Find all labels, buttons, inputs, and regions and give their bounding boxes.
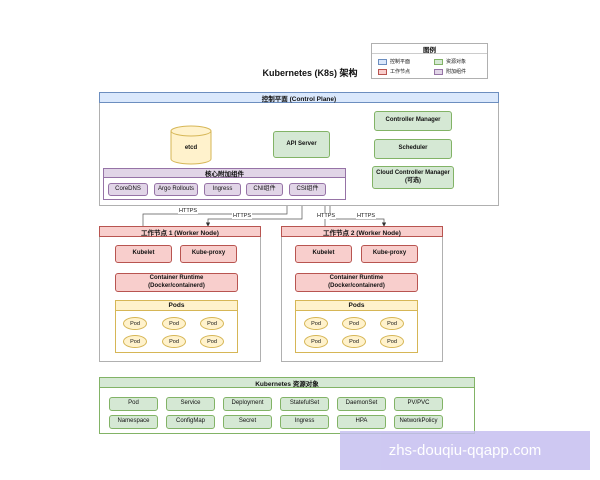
- pods-title-1: Pods: [115, 300, 238, 311]
- legend-item-resource: 资源对象: [434, 58, 466, 65]
- kube-proxy-1: Kube-proxy: [180, 245, 237, 263]
- resource-namespace: Namespace: [109, 415, 158, 429]
- legend-label-worker: 工作节点: [390, 69, 411, 75]
- legend-swatch-worker: [378, 68, 387, 75]
- container-runtime-2: Container Runtime (Docker/containerd): [295, 273, 418, 292]
- container-runtime-2-note: (Docker/containerd): [328, 282, 385, 289]
- cloud-controller-manager-label: Cloud Controller Manager: [376, 170, 450, 176]
- https-label-node1-up: HTTPS: [178, 208, 199, 214]
- container-runtime-1-note: (Docker/containerd): [148, 282, 205, 289]
- legend-label-control: 控制平面: [390, 59, 411, 65]
- watermark-banner: zhs-douqiu-qqapp.com: [340, 431, 590, 470]
- page-title: Kubernetes (K8s) 架构: [262, 68, 358, 78]
- resource-daemonset: DaemonSet: [337, 397, 386, 411]
- cloud-controller-manager-note: (可选): [405, 177, 421, 184]
- worker-node-2-title: 工作节点 2 (Worker Node): [281, 226, 443, 237]
- https-label-node2-up: HTTPS: [316, 213, 337, 219]
- control-plane-title: 控制平面 (Control Plane): [99, 92, 499, 103]
- pod-1-5: Pod: [162, 335, 186, 348]
- resource-ingress: Ingress: [280, 415, 329, 429]
- kube-proxy-2: Kube-proxy: [361, 245, 418, 263]
- api-server: API Server: [273, 131, 330, 158]
- legend-title: 图例: [372, 45, 487, 54]
- addon-argo-rollouts: Argo Rollouts: [154, 183, 198, 196]
- etcd-label: etcd: [184, 145, 198, 151]
- resource-statefulset: StatefulSet: [280, 397, 329, 411]
- resource-pod: Pod: [109, 397, 158, 411]
- container-runtime-1-label: Container Runtime: [149, 275, 204, 281]
- legend-label-addon: 附加组件: [446, 69, 467, 75]
- addons-title: 核心附加组件: [103, 168, 346, 178]
- pod-2-1: Pod: [304, 317, 328, 330]
- kubelet-2: Kubelet: [295, 245, 352, 263]
- resource-hpa: HPA: [337, 415, 386, 429]
- legend-swatch-addon: [434, 68, 443, 75]
- pod-1-3: Pod: [200, 317, 224, 330]
- resources-title: Kubernetes 资源对象: [99, 377, 475, 388]
- resource-pv-pvc: PV/PVC: [394, 397, 443, 411]
- container-runtime-2-label: Container Runtime: [329, 275, 384, 281]
- pod-2-4: Pod: [304, 335, 328, 348]
- legend-label-resource: 资源对象: [446, 59, 467, 65]
- pod-2-3: Pod: [380, 317, 404, 330]
- etcd-db: etcd: [170, 125, 212, 165]
- pod-1-1: Pod: [123, 317, 147, 330]
- database-icon: [170, 125, 212, 165]
- pod-2-2: Pod: [342, 317, 366, 330]
- watermark-text: zhs-douqiu-qqapp.com: [388, 442, 542, 459]
- resource-networkpolicy: NetworkPolicy: [394, 415, 443, 429]
- pods-title-2: Pods: [295, 300, 418, 311]
- https-label-node2-down: HTTPS: [356, 213, 377, 219]
- legend-item-control: 控制平面: [378, 58, 410, 65]
- resource-service: Service: [166, 397, 215, 411]
- legend-item-addon: 附加组件: [434, 68, 466, 75]
- controller-manager: Controller Manager: [374, 111, 452, 131]
- legend-swatch-resource: [434, 58, 443, 65]
- worker-node-1-title: 工作节点 1 (Worker Node): [99, 226, 261, 237]
- scheduler: Scheduler: [374, 139, 452, 159]
- kubelet-1: Kubelet: [115, 245, 172, 263]
- pod-1-6: Pod: [200, 335, 224, 348]
- legend-item-worker: 工作节点: [378, 68, 410, 75]
- https-label-node1-down: HTTPS: [232, 213, 253, 219]
- resource-configmap: ConfigMap: [166, 415, 215, 429]
- addon-csi: CSI组件: [289, 183, 326, 196]
- container-runtime-1: Container Runtime (Docker/containerd): [115, 273, 238, 292]
- resource-deployment: Deployment: [223, 397, 272, 411]
- pod-2-6: Pod: [380, 335, 404, 348]
- legend-swatch-control: [378, 58, 387, 65]
- resource-secret: Secret: [223, 415, 272, 429]
- legend: 图例 控制平面 资源对象 工作节点 附加组件: [371, 43, 488, 79]
- cloud-controller-manager: Cloud Controller Manager (可选): [372, 166, 454, 189]
- pod-2-5: Pod: [342, 335, 366, 348]
- pod-1-4: Pod: [123, 335, 147, 348]
- addon-ingress: Ingress: [204, 183, 241, 196]
- pod-1-2: Pod: [162, 317, 186, 330]
- addon-cni: CNI组件: [246, 183, 283, 196]
- addon-coredns: CoreDNS: [108, 183, 148, 196]
